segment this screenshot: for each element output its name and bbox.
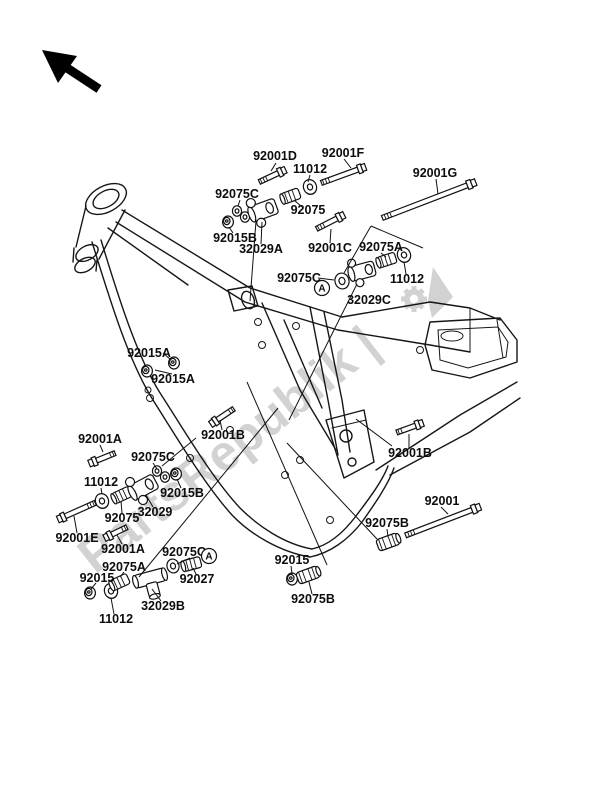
bolt-92001c (314, 210, 347, 232)
callouts-layer: AA (200, 279, 331, 565)
bolt-92001a-lower (102, 524, 129, 543)
part-number-label: 92001A (101, 542, 145, 556)
part-number-label: 32029C (347, 293, 391, 307)
direction-arrow-icon (42, 50, 102, 93)
nut-92015b-left (170, 467, 182, 481)
washer-92075c-left-2 (159, 471, 171, 483)
part-number-label: 11012 (99, 612, 133, 626)
washer-92075c-lower (166, 558, 180, 574)
washer-92075c-left-1 (151, 465, 163, 477)
part-number-label: 11012 (293, 162, 327, 176)
hardware-parts (55, 162, 483, 601)
bolt-92001d (257, 165, 288, 185)
circled-letter-callout: A (200, 547, 218, 565)
part-number-label: 92075B (291, 592, 335, 606)
bracket-32029a (245, 197, 279, 228)
part-number-label: 92015 (80, 571, 115, 585)
part-number-label: 92015 (275, 553, 310, 567)
bracket-32029b (131, 567, 169, 600)
nut-92015b-top (222, 215, 234, 229)
part-number-label: 92001B (201, 428, 245, 442)
part-number-label: 92075C (215, 187, 259, 201)
svg-text:A: A (318, 284, 325, 295)
washer-92075c-top-1 (231, 205, 243, 217)
part-number-label: 92075 (105, 511, 140, 525)
bolt-92001g (380, 178, 478, 222)
part-number-label: 92001G (413, 166, 457, 180)
sleeve-92075b-center (295, 564, 323, 586)
bracket-32029c (346, 258, 377, 288)
sleeve-92075a-mid (374, 251, 398, 270)
part-number-label: 92001A (78, 432, 122, 446)
part-number-label: 11012 (390, 272, 424, 286)
bolt-92001 (403, 502, 483, 539)
leader-lines (73, 158, 449, 615)
part-number-label: 92027 (180, 572, 215, 586)
circled-letter-callout: A (313, 279, 331, 297)
part-number-label: 92075A (102, 560, 146, 574)
washer-11012-top (300, 177, 320, 197)
bolt-92001b-right (395, 418, 426, 436)
part-number-label: 32029 (138, 505, 173, 519)
part-number-label: 32029B (141, 599, 185, 613)
bolt-92001b-left (207, 405, 237, 429)
part-number-label: 92015A (151, 372, 195, 386)
part-number-label: 32029A (239, 242, 283, 256)
part-number-label: 92001 (425, 494, 460, 508)
bolt-92001f (319, 162, 368, 186)
part-number-label: 92075B (365, 516, 409, 530)
part-number-label: 92001C (308, 241, 352, 255)
part-number-label: 92075C (162, 545, 206, 559)
washer-92075c-mid (334, 272, 350, 290)
part-number-label: 92075C (277, 271, 321, 285)
part-number-label: 92075A (359, 240, 403, 254)
part-number-label: 92001E (55, 531, 98, 545)
labels-layer: 92001D 92001F 11012 92001G 92075C 92075 92015B… (55, 146, 459, 626)
part-number-label: 92015B (213, 231, 257, 245)
nut-92015-center (286, 572, 298, 586)
part-number-label: 92075C (131, 450, 175, 464)
part-number-label: 92001D (253, 149, 297, 163)
bolt-92001a-top (87, 450, 117, 468)
part-number-label: 92075 (291, 203, 326, 217)
part-number-label: 92015B (160, 486, 204, 500)
sleeve-92075b-right (375, 531, 403, 553)
svg-text:A: A (205, 552, 212, 563)
part-number-label: 92015A (127, 346, 171, 360)
part-number-label: 92001B (388, 446, 432, 460)
part-number-label: 11012 (84, 475, 118, 489)
part-number-label: 92001F (322, 146, 365, 160)
bracket-32029 (124, 474, 159, 506)
nut-92015-left (83, 586, 97, 600)
